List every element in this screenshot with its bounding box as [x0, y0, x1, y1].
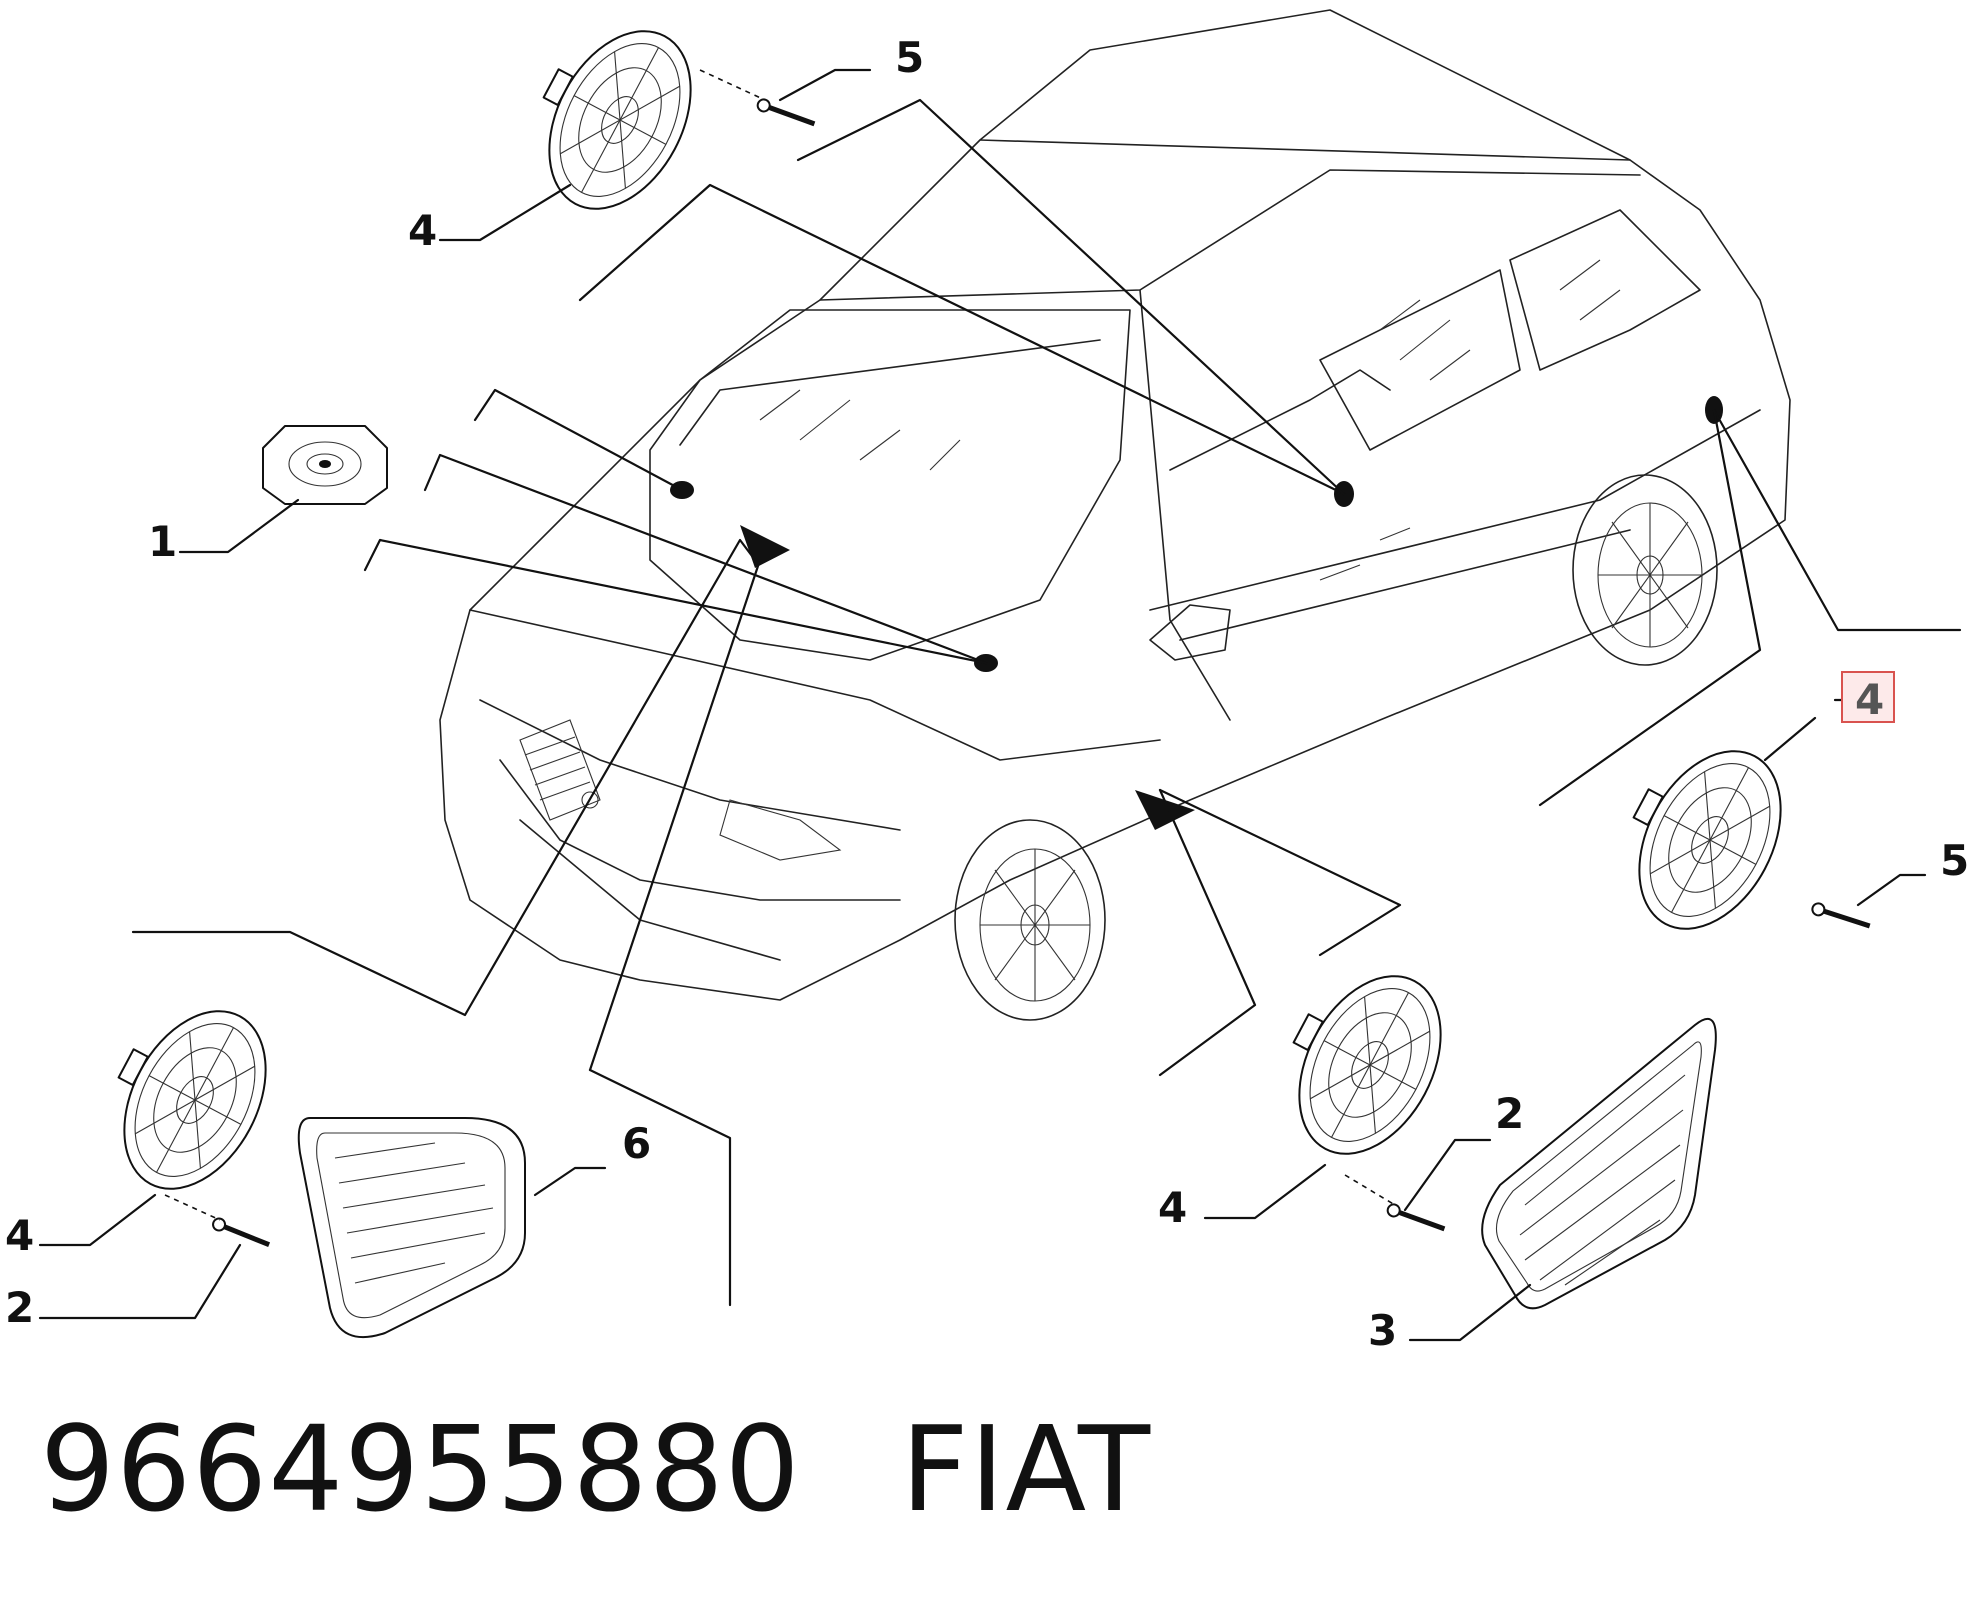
callout-2-center: 2 [1495, 1089, 1524, 1138]
callout-4-top: 4 [408, 206, 437, 255]
callout-4-bottom-left: 4 [5, 1211, 34, 1260]
speaker-right [1595, 718, 1811, 954]
callout-leaders [38, 68, 1927, 1342]
leader-lines [131, 98, 1962, 1307]
svg-text:4: 4 [1855, 675, 1884, 724]
speaker-bottom-center [1255, 943, 1471, 1179]
tweeter-1 [262, 425, 388, 505]
screw-2-left [211, 1217, 271, 1251]
footer-caption: 9664955880 FIAT [40, 1400, 1151, 1538]
grille-6 [297, 1117, 526, 1338]
part-number: 9664955880 [40, 1400, 801, 1538]
callout-2-left: 2 [5, 1283, 34, 1332]
screw-5-top [756, 98, 816, 130]
callout-1: 1 [148, 517, 177, 566]
callout-4-highlighted: 4 [1841, 671, 1895, 724]
callout-4-bottom-center: 4 [1158, 1183, 1187, 1232]
callout-3: 3 [1368, 1306, 1397, 1355]
screw-5-right [1811, 902, 1872, 932]
callout-6: 6 [622, 1119, 651, 1168]
speaker-bottom-left [80, 978, 296, 1214]
location-markers [670, 396, 1723, 830]
callout-5-right: 5 [1940, 836, 1969, 885]
speaker-top [505, 0, 721, 234]
callout-5-top: 5 [895, 33, 924, 82]
grille-3 [1481, 1018, 1717, 1310]
brand-name: FIAT [900, 1400, 1152, 1538]
screw-2-center [1386, 1203, 1446, 1235]
